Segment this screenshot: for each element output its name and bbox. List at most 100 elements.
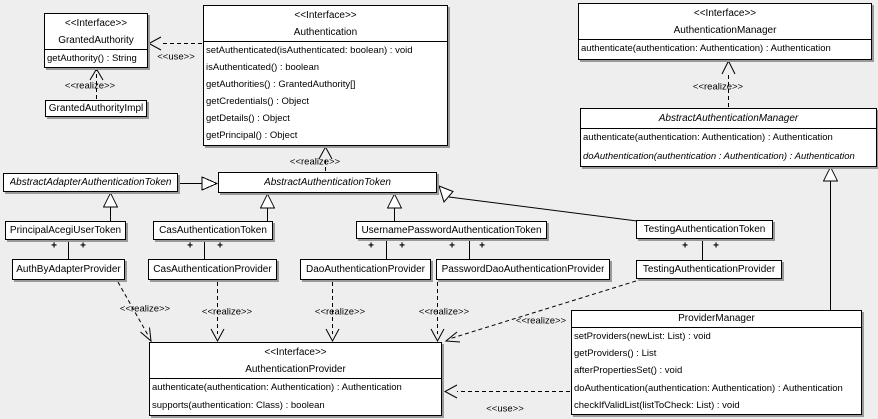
class-username-password-authentication-token[interactable]: UsernamePasswordAuthenticationToken xyxy=(356,221,547,239)
class-testing-authentication-token[interactable]: TestingAuthenticationToken xyxy=(636,220,773,239)
edge-gen-testingtoken-abstracttoken xyxy=(438,185,638,222)
assoc-end-label: + xyxy=(479,240,485,252)
generalization-arrow-icon xyxy=(822,165,839,182)
class-name: DaoAuthenticationProvider xyxy=(306,264,425,275)
class-name: GrantedAuthority xyxy=(58,35,134,46)
class-dao-authentication-provider[interactable]: DaoAuthenticationProvider xyxy=(300,259,431,280)
class-authentication[interactable]: <<Interface>> Authentication setAuthenti… xyxy=(203,5,448,146)
realize-label: <<realize>> xyxy=(314,306,366,318)
method-label: supports(authentication: Class) : boolea… xyxy=(152,400,325,411)
edge-gen-providermanager-abstractmanager xyxy=(822,165,839,310)
stereotype-label: <<Interface>> xyxy=(264,347,327,358)
stereotype-label: <<Interface>> xyxy=(64,18,128,29)
class-name: AbstractAuthenticationManager xyxy=(658,113,799,124)
realize-arrow-icon xyxy=(325,328,340,343)
class-name: PrincipalAcegiUserToken xyxy=(9,225,122,236)
class-abstract-authentication-token[interactable]: AbstractAuthenticationToken xyxy=(218,172,437,193)
class-granted-authority[interactable]: <<Interface>> GrantedAuthority getAuthor… xyxy=(44,13,148,68)
method-label: setAuthenticated(isAuthenticated: boolea… xyxy=(206,45,413,56)
edge-realize-abstractmanager-authenticationmanager xyxy=(721,59,736,107)
class-name: AuthByAdapterProvider xyxy=(16,264,121,275)
method-label: setProviders(newList: List) : void xyxy=(574,331,711,342)
use-arrow-icon xyxy=(147,36,162,51)
realize-label: <<realize>> xyxy=(119,303,171,315)
use-label: <<use>> xyxy=(486,403,524,415)
generalization-arrow-icon xyxy=(386,192,403,209)
assoc-end-label: + xyxy=(80,240,86,252)
realize-label: <<realize>> xyxy=(515,315,567,327)
class-abstract-adapter-authentication-token[interactable]: AbstractAdapterAuthenticationToken xyxy=(3,173,178,192)
method-label: getPrincipal() : Object xyxy=(206,130,298,141)
edge-gen-principaltoken-adaptertoken xyxy=(102,191,119,221)
edge-realize-abstracttoken-authentication xyxy=(318,145,333,171)
assoc-end-label: + xyxy=(51,240,57,252)
edge-gen-adaptertoken-abstracttoken xyxy=(178,176,219,191)
class-principal-acegi-user-token[interactable]: PrincipalAcegiUserToken xyxy=(5,221,126,240)
class-abstract-authentication-manager[interactable]: AbstractAuthenticationManager authentica… xyxy=(580,108,877,167)
stereotype-label: <<Interface>> xyxy=(294,10,357,21)
realize-arrow-icon xyxy=(430,328,445,343)
use-arrow-icon xyxy=(443,384,458,399)
assoc-end-label: + xyxy=(217,240,223,252)
generalization-arrow-icon xyxy=(259,192,276,209)
method-label: afterPropertiesSet() : void xyxy=(574,365,683,377)
class-granted-authority-impl[interactable]: GrantedAuthorityImpl xyxy=(45,100,147,117)
realize-arrow-icon xyxy=(210,328,225,343)
edge-realize-testingprovider-authenticationprovider xyxy=(444,280,637,343)
class-name: AuthenticationProvider xyxy=(245,364,346,375)
edge-use-providermanager-authenticationprovider xyxy=(443,384,570,399)
class-cas-authentication-provider[interactable]: CasAuthenticationProvider xyxy=(148,259,277,280)
method-label: doAuthentication(authentication : Authen… xyxy=(583,150,855,162)
class-name: AuthenticationManager xyxy=(673,25,777,36)
realize-label: <<realize>> xyxy=(418,306,470,318)
generalization-arrow-icon xyxy=(438,185,454,204)
assoc-end-label: + xyxy=(449,240,455,252)
edge-realize-passworddaoprovider-authenticationprovider xyxy=(430,282,445,343)
realize-arrow-icon xyxy=(140,327,152,343)
class-name: PasswordDaoAuthenticationProvider xyxy=(441,264,605,275)
class-name: AbstractAuthenticationToken xyxy=(264,177,391,188)
edge-realize-casprovider-authenticationprovider xyxy=(210,282,225,343)
method-label: checkIfValidList(listToCheck: List) : vo… xyxy=(574,399,740,411)
class-name: TestingAuthenticationToken xyxy=(643,224,766,235)
realize-arrow-icon xyxy=(721,59,736,75)
method-label: authenticate(authentication: Authenticat… xyxy=(152,382,402,393)
class-password-dao-authentication-provider[interactable]: PasswordDaoAuthenticationProvider xyxy=(436,259,610,280)
class-authentication-provider[interactable]: <<Interface>> AuthenticationProvider aut… xyxy=(149,342,442,416)
assoc-end-label: + xyxy=(399,240,405,252)
class-name: AbstractAdapterAuthenticationToken xyxy=(9,177,172,188)
realize-arrow-icon xyxy=(89,68,104,81)
class-name: UsernamePasswordAuthenticationToken xyxy=(361,224,542,236)
realize-arrow-icon xyxy=(318,145,333,160)
realize-arrow-icon xyxy=(444,331,461,343)
realize-label: <<realize>> xyxy=(692,81,744,93)
method-label: getAuthorities() : GrantedAuthority[] xyxy=(206,79,356,90)
edge-gen-castoken-abstracttoken xyxy=(259,192,276,221)
class-name: GrantedAuthorityImpl xyxy=(48,103,144,114)
edge-realize-grantedauthorityimpl-grantedauthority xyxy=(89,68,104,99)
assoc-end-label: + xyxy=(682,240,688,252)
class-name: TestingAuthenticationProvider xyxy=(642,264,776,275)
class-authentication-manager[interactable]: <<Interface>> AuthenticationManager auth… xyxy=(578,3,872,60)
class-testing-authentication-provider[interactable]: TestingAuthenticationProvider xyxy=(636,260,782,279)
generalization-arrow-icon xyxy=(201,176,219,191)
method-label: getCredentials() : Object xyxy=(206,96,309,107)
method-label: authenticate(authentication: Authenticat… xyxy=(581,43,831,54)
class-name: CasAuthenticationToken xyxy=(159,225,267,236)
class-auth-by-adapter-provider[interactable]: AuthByAdapterProvider xyxy=(12,259,125,280)
edge-realize-daoprovider-authenticationprovider xyxy=(325,282,340,343)
class-name: CasAuthenticationProvider xyxy=(153,264,272,275)
method-label: doAuthentication(authentication: Authent… xyxy=(574,382,843,394)
method-label: getDetails() : Object xyxy=(206,113,290,124)
class-provider-manager[interactable]: ProviderManager setProviders(newList: Li… xyxy=(571,310,862,415)
realize-label: <<realize>> xyxy=(64,80,116,92)
class-cas-authentication-token[interactable]: CasAuthenticationToken xyxy=(153,221,273,240)
method-label: isAuthenticated() : boolean xyxy=(206,62,320,73)
class-name: ProviderManager xyxy=(678,313,755,324)
realize-label: <<realize>> xyxy=(201,306,253,318)
assoc-end-label: + xyxy=(713,240,719,252)
use-label: <<use>> xyxy=(157,51,195,63)
class-name: Authentication xyxy=(293,27,358,38)
